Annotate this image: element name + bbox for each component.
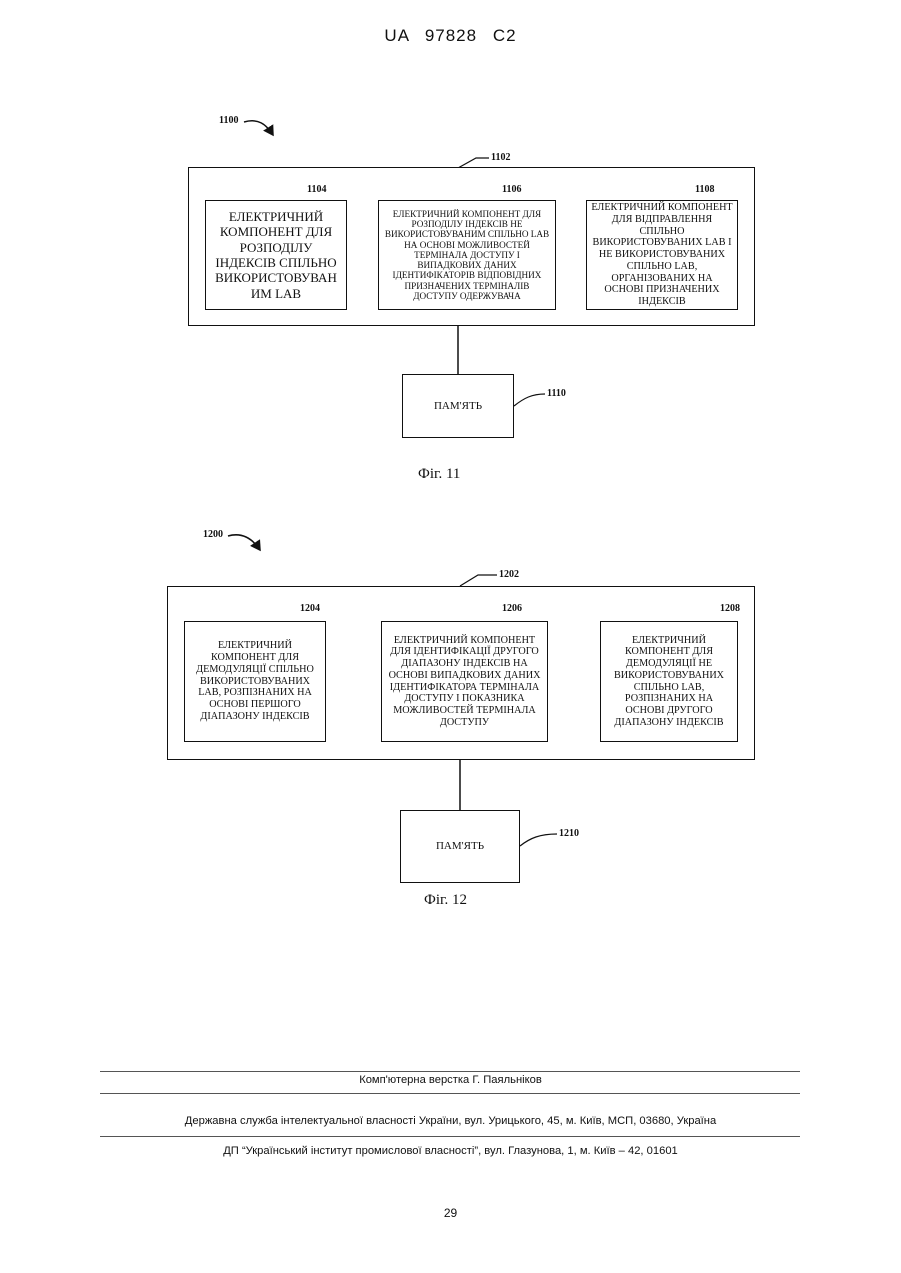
leader-1210 — [520, 834, 557, 846]
figure-12-caption: Фіг. 12 — [424, 892, 467, 909]
footer-office: Державна служба інтелектуальної власност… — [0, 1115, 901, 1127]
component-1106: ЕЛЕКТРИЧНИЙ КОМПОНЕНТ ДЛЯ РОЗПОДІЛУ ІНДЕ… — [378, 200, 556, 310]
ref-1100: 1100 — [219, 115, 238, 126]
ref-1104: 1104 — [307, 184, 326, 195]
ref-1108: 1108 — [695, 184, 714, 195]
component-1104: ЕЛЕКТРИЧНИЙ КОМПОНЕНТ ДЛЯ РОЗПОДІЛУ ІНДЕ… — [205, 200, 347, 310]
component-1208-label: ЕЛЕКТРИЧНИЙ КОМПОНЕНТ ДЛЯ ДЕМОДУЛЯЦІЇ НЕ… — [605, 635, 733, 729]
component-1106-label: ЕЛЕКТРИЧНИЙ КОМПОНЕНТ ДЛЯ РОЗПОДІЛУ ІНДЕ… — [383, 209, 551, 302]
ref-1200: 1200 — [203, 529, 223, 540]
figure-11-caption: Фіг. 11 — [418, 466, 460, 483]
page-number: 29 — [0, 1206, 901, 1220]
leader-1202 — [460, 575, 497, 586]
ref-1210: 1210 — [559, 828, 579, 839]
footer-typesetting: Комп'ютерна верстка Г. Паяльніков — [0, 1074, 901, 1086]
memory-1210: ПАМ'ЯТЬ — [400, 810, 520, 883]
ref-1204: 1204 — [300, 603, 320, 614]
component-1108: ЕЛЕКТРИЧНИЙ КОМПОНЕНТ ДЛЯ ВІДПРАВЛЕННЯ С… — [586, 200, 738, 310]
memory-1110: ПАМ'ЯТЬ — [402, 374, 514, 438]
footer-institute: ДП “Український інститут промислової вла… — [0, 1145, 901, 1157]
memory-1210-label: ПАМ'ЯТЬ — [436, 840, 484, 852]
arrow-1200 — [228, 535, 260, 550]
footer-rule-middle — [100, 1093, 800, 1094]
footer-rule-top — [100, 1071, 800, 1072]
arrow-1100 — [244, 121, 273, 135]
component-1206: ЕЛЕКТРИЧНИЙ КОМПОНЕНТ ДЛЯ ІДЕНТИФІКАЦІЇ … — [381, 621, 548, 742]
component-1204: ЕЛЕКТРИЧНИЙ КОМПОНЕНТ ДЛЯ ДЕМОДУЛЯЦІЇ СП… — [184, 621, 326, 742]
component-1108-label: ЕЛЕКТРИЧНИЙ КОМПОНЕНТ ДЛЯ ВІДПРАВЛЕННЯ С… — [591, 202, 733, 307]
ref-1202: 1202 — [499, 569, 519, 580]
ref-1110: 1110 — [547, 388, 566, 399]
component-1104-label: ЕЛЕКТРИЧНИЙ КОМПОНЕНТ ДЛЯ РОЗПОДІЛУ ІНДЕ… — [210, 209, 342, 301]
footer-rule-bottom — [100, 1136, 800, 1137]
ref-1106: 1106 — [502, 184, 521, 195]
component-1206-label: ЕЛЕКТРИЧНИЙ КОМПОНЕНТ ДЛЯ ІДЕНТИФІКАЦІЇ … — [386, 635, 543, 729]
ref-1206: 1206 — [502, 603, 522, 614]
ref-1102: 1102 — [491, 152, 510, 163]
component-1204-label: ЕЛЕКТРИЧНИЙ КОМПОНЕНТ ДЛЯ ДЕМОДУЛЯЦІЇ СП… — [189, 640, 321, 722]
component-1208: ЕЛЕКТРИЧНИЙ КОМПОНЕНТ ДЛЯ ДЕМОДУЛЯЦІЇ НЕ… — [600, 621, 738, 742]
leader-1110 — [514, 394, 545, 406]
memory-1110-label: ПАМ'ЯТЬ — [434, 400, 482, 412]
ref-1208: 1208 — [720, 603, 740, 614]
